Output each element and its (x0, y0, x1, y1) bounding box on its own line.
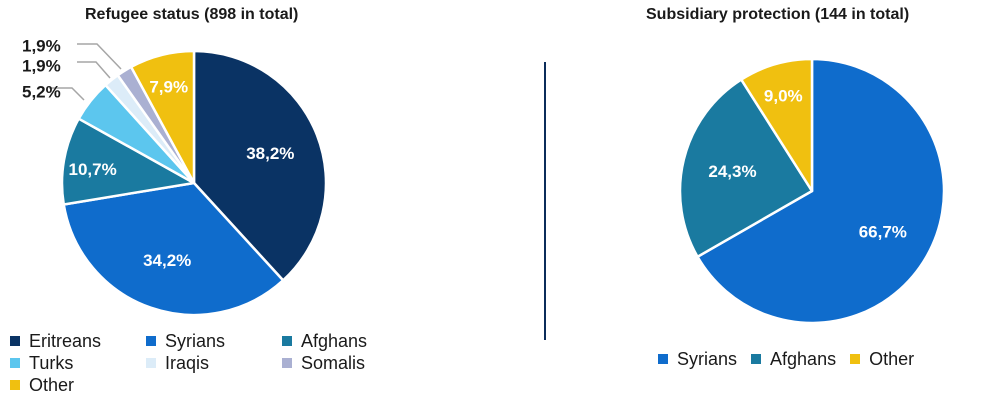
subsidiary-slice-syrians (696, 57, 946, 325)
refugee-slice-eritreans (192, 49, 328, 282)
subsidiary-legend-syrians: Syrians (658, 349, 737, 370)
legend-swatch (282, 336, 292, 346)
legend-label: Iraqis (165, 352, 210, 373)
refugee-leader-turks (49, 87, 85, 101)
refugee-legend-syrians: Syrians (146, 331, 282, 352)
refugee-label-turks: 5,2% (22, 83, 61, 102)
legend-label: Afghans (770, 348, 837, 369)
refugee-legend-turks: Turks (10, 353, 146, 374)
refugee-label-other: 7,9% (149, 78, 188, 97)
refugee-legend-other: Other (10, 375, 146, 396)
legend-swatch (282, 358, 292, 368)
refugee-legend-afghans: Afghans (282, 331, 418, 352)
chart-title-refugee-status: Refugee status (898 in total) (85, 6, 299, 23)
legend-swatch (751, 354, 762, 364)
legend-label: Afghans (301, 330, 368, 351)
refugee-slice-afghans (60, 117, 196, 206)
legend-swatch (850, 354, 861, 364)
refugee-slice-other (129, 49, 196, 185)
subsidiary-label-other: 9,0% (764, 87, 803, 106)
refugee-label-afghans: 10,7% (68, 160, 116, 179)
legend-label: Eritreans (29, 330, 102, 351)
legend-swatch (10, 358, 20, 368)
refugee-leader-somalis (77, 43, 122, 70)
legend-swatch (146, 358, 156, 368)
refugee-label-iraqis: 1,9% (22, 57, 61, 76)
refugee-legend-somalis: Somalis (282, 353, 418, 374)
legend-swatch (10, 336, 20, 346)
refugee-label-somalis: 1,9% (22, 37, 61, 56)
refugee-pie: 38,2% 34,2% 10,7% 5,2% 1,9%1,9% 7,9% (22, 37, 328, 317)
legend-swatch (146, 336, 156, 346)
subsidiary-pie: 66,7% 24,3% 9,0% (678, 57, 946, 325)
refugee-slice-syrians (62, 181, 285, 317)
legend-label: Other (29, 374, 75, 395)
legend-swatch (10, 380, 20, 390)
legend-label: Somalis (301, 352, 366, 373)
subsidiary-legend-other: Other (850, 349, 914, 370)
refugee-label-eritreans: 38,2% (246, 144, 294, 163)
refugee-leader-iraqis (77, 61, 111, 79)
subsidiary-label-syrians: 66,7% (859, 223, 907, 242)
subsidiary-slice-afghans (678, 78, 814, 259)
legend-label: Turks (29, 352, 74, 373)
chart-divider (544, 62, 546, 340)
subsidiary-slice-other (740, 57, 814, 193)
legend-swatch (658, 354, 668, 364)
refugee-legend-iraqis: Iraqis (146, 353, 282, 374)
legend-label: Other (869, 348, 915, 369)
legend-label: Syrians (165, 330, 226, 351)
legend-label: Syrians (677, 348, 738, 369)
refugee-legend-eritreans: Eritreans (10, 331, 146, 352)
refugee-label-syrians: 34,2% (143, 251, 191, 270)
legend-subsidiary-protection: Syrians Afghans Other (658, 348, 928, 370)
subsidiary-legend-afghans: Afghans (751, 349, 836, 370)
subsidiary-label-afghans: 24,3% (708, 162, 756, 181)
chart-title-subsidiary-protection: Subsidiary protection (144 in total) (646, 6, 910, 23)
